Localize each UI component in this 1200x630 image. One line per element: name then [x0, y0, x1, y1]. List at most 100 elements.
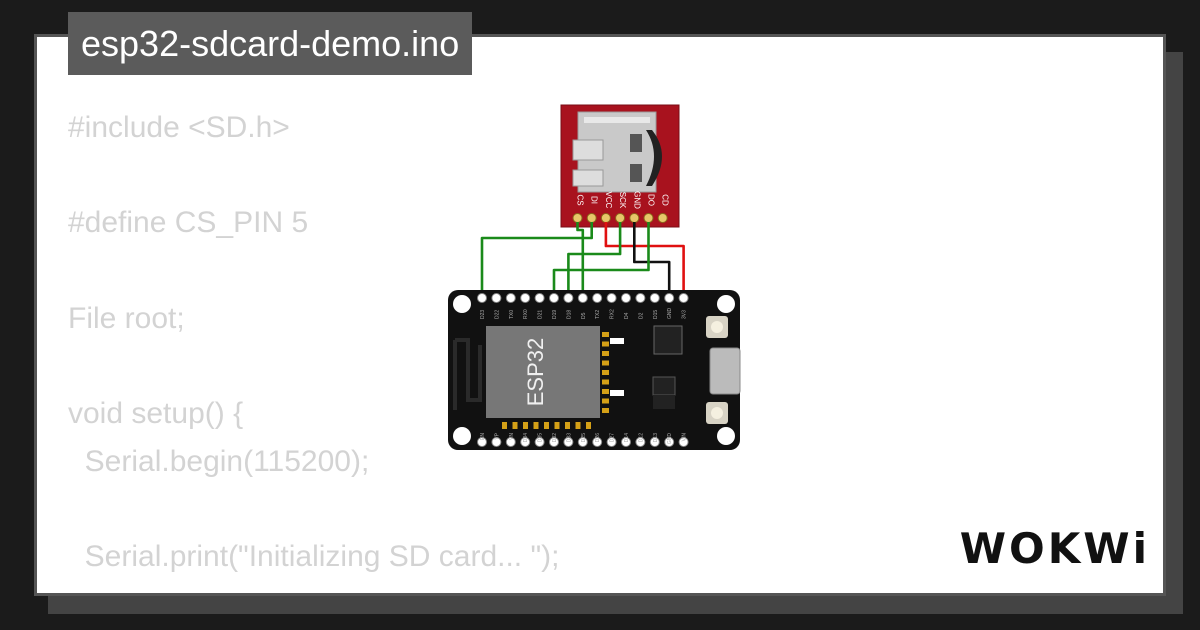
esp32-pin-label: D13 — [653, 433, 659, 442]
esp32-pin-label: D34 — [523, 433, 529, 442]
esp32-top-pin[interactable] — [563, 293, 574, 303]
esp32-pin-label: D22 — [494, 310, 500, 319]
esp32-pin-label: D26 — [595, 433, 601, 442]
esp32-top-pin[interactable] — [649, 293, 660, 303]
esp32-top-pin[interactable] — [606, 293, 617, 303]
project-title: esp32-sdcard-demo.ino — [68, 12, 473, 75]
sd-pin[interactable] — [643, 213, 654, 223]
code-line: void setup() { — [68, 397, 244, 431]
sd-pin-label: DI — [590, 196, 599, 204]
esp32-top-pin[interactable] — [635, 293, 646, 303]
sd-pin[interactable] — [615, 213, 626, 223]
esp32-pin-label: D12 — [638, 433, 644, 442]
esp32-top-pin[interactable] — [577, 293, 588, 303]
code-line: Serial.print("Initializing SD card... ")… — [68, 540, 560, 574]
esp32-pin-label: D25 — [581, 433, 587, 442]
wires — [480, 222, 685, 294]
sd-pin-label: CS — [576, 194, 585, 205]
esp32-bottom-pin[interactable] — [577, 437, 588, 447]
esp32-bottom-pin[interactable] — [635, 437, 646, 447]
wire[interactable] — [567, 222, 622, 294]
usb-port[interactable] — [709, 347, 741, 395]
sd-pin-label: CD — [661, 194, 670, 206]
usb-uart-chip — [653, 325, 683, 355]
esp32-bottom-pin[interactable] — [621, 437, 631, 447]
esp32-bottom-pin[interactable] — [491, 437, 502, 447]
code-line: Serial.begin(115200); — [68, 444, 370, 478]
wire[interactable] — [480, 222, 593, 294]
esp32-bottom-pin[interactable] — [477, 437, 487, 447]
esp32-pin-label: D27 — [610, 433, 616, 442]
sd-pin[interactable] — [629, 213, 640, 223]
esp32-bottom-pin[interactable] — [505, 437, 516, 447]
esp32-top-pin[interactable] — [678, 293, 689, 303]
esp32-pin-label: D35 — [538, 433, 544, 442]
esp32-pin-label: D32 — [552, 433, 558, 442]
esp32-pin-label: D33 — [566, 433, 572, 442]
esp32-bottom-pin[interactable] — [649, 437, 660, 447]
esp32-top-pin[interactable] — [505, 293, 516, 303]
esp32-pin-label: GND — [667, 308, 673, 320]
esp32-pin-label: D5 — [581, 312, 587, 319]
esp32-pin-label: D15 — [653, 310, 659, 319]
code-line: #define CS_PIN 5 — [68, 206, 309, 240]
sd-pin-label: SCK — [618, 192, 627, 209]
wire[interactable] — [633, 222, 671, 294]
esp32-bottom-pin[interactable] — [592, 437, 603, 447]
wire[interactable] — [604, 222, 685, 294]
esp32-pin-label: GND — [667, 433, 673, 445]
esp32-top-pin[interactable] — [621, 293, 631, 303]
esp32-pin-label: VN — [509, 433, 515, 440]
sd-pin[interactable] — [572, 213, 583, 223]
esp32-pin-label: 3V3 — [682, 310, 688, 319]
code-preview: #include <SD.h> #define CS_PIN 5 File root… — [68, 104, 559, 581]
esp32-pin-label: D18 — [566, 310, 572, 319]
esp32-top-pin[interactable] — [520, 293, 531, 303]
esp32-top-pin[interactable] — [477, 293, 487, 303]
sd-pin-label: DO — [647, 194, 656, 206]
esp32-top-pin[interactable] — [549, 293, 559, 303]
esp32-pin-label: VP — [494, 432, 500, 439]
sd-card-module[interactable]: CS DI VCC SCK GND DO CD — [560, 104, 680, 228]
esp32-pin-label: D19 — [552, 310, 558, 319]
antenna-trace — [453, 338, 482, 410]
esp32-pin-label: D4 — [624, 312, 630, 319]
esp32-top-pin[interactable] — [534, 293, 545, 303]
sd-card-slot — [572, 111, 662, 193]
wire[interactable] — [576, 222, 585, 294]
module-pads — [502, 332, 609, 429]
sd-pin[interactable] — [586, 213, 597, 223]
esp32-pin-label: RX0 — [523, 309, 529, 319]
esp32-pin-label: TX2 — [595, 310, 601, 319]
esp32-top-pin[interactable] — [491, 293, 502, 303]
esp32-bottom-pin[interactable] — [678, 437, 689, 447]
esp32-bottom-pin[interactable] — [549, 437, 559, 447]
esp32-bottom-pin[interactable] — [534, 437, 545, 447]
esp32-module — [486, 326, 600, 418]
esp32-bottom-pin[interactable] — [563, 437, 574, 447]
esp32-bottom-pin[interactable] — [606, 437, 617, 447]
chip-label: ESP32 — [523, 338, 548, 407]
sd-pin[interactable] — [600, 213, 611, 223]
code-line — [68, 486, 559, 534]
esp32-pin-label: VIN — [682, 433, 688, 442]
sd-pin[interactable] — [657, 213, 668, 223]
esp32-pin-label: RX2 — [610, 309, 616, 319]
esp32-pin-label: D23 — [480, 310, 486, 319]
esp32-bottom-pin[interactable] — [520, 437, 531, 447]
esp32-pin-label: D14 — [624, 433, 630, 442]
esp32-pin-label: D2 — [638, 312, 644, 319]
sd-pin-label: GND — [632, 191, 641, 209]
sd-pin-label: VCC — [604, 192, 613, 209]
esp32-top-pin[interactable] — [592, 293, 603, 303]
esp32-bottom-pin[interactable] — [664, 437, 675, 447]
wire[interactable] — [552, 222, 650, 294]
code-line: #include <SD.h> — [68, 111, 290, 144]
esp32-pin-label: D21 — [538, 310, 544, 319]
wokwi-logo: WOKWi — [959, 524, 1150, 573]
code-line: File root; — [68, 301, 185, 335]
esp32-pin-label: EN — [480, 433, 486, 440]
esp32-top-pin[interactable] — [664, 293, 675, 303]
